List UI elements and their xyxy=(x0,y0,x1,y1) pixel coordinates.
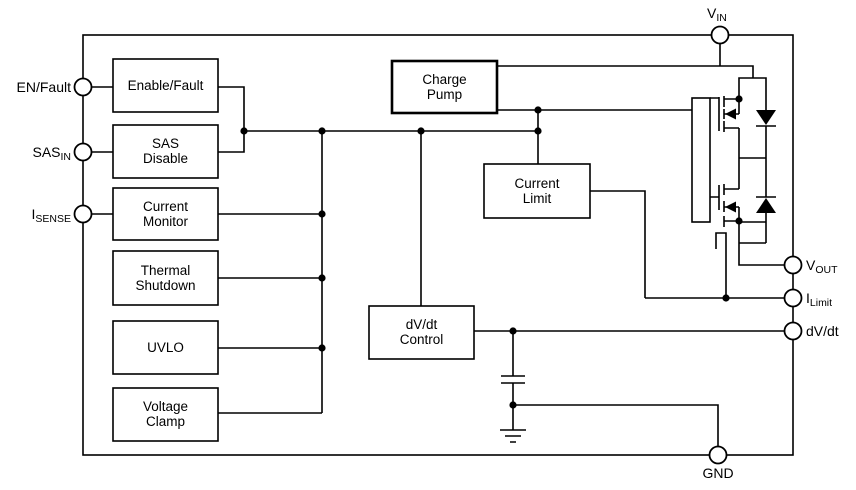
wire-vout-node xyxy=(738,221,793,266)
pin-dv-dt xyxy=(783,321,803,341)
junction-dot xyxy=(509,327,517,335)
block-voltage-clamp: Voltage Clamp xyxy=(112,387,219,442)
pin-gnd xyxy=(708,445,728,465)
capacitor-icon xyxy=(501,331,525,430)
pin-label-dv-dt: dV/dt xyxy=(806,323,839,339)
pin-label-v-in: VIN xyxy=(707,5,727,24)
svg-text:Disable: Disable xyxy=(143,151,188,166)
svg-text:Current: Current xyxy=(143,199,188,214)
junction-dot xyxy=(509,401,517,409)
mosfet-lower-gate xyxy=(710,185,720,210)
pin-v-in xyxy=(710,25,730,45)
svg-text:UVLO: UVLO xyxy=(147,340,184,355)
block-uvlo: UVLO xyxy=(112,320,219,375)
svg-text:Voltage: Voltage xyxy=(143,399,188,414)
junction-dot xyxy=(318,127,326,135)
wire-drain-bracket xyxy=(738,77,767,114)
block-enable-fault: Enable/Fault xyxy=(112,58,219,113)
pin-label-sas-in: SASIN xyxy=(32,144,71,163)
junction-dot xyxy=(534,106,542,114)
block-sas-disable: SAS Disable xyxy=(112,124,219,179)
block-current-monitor: Current Monitor xyxy=(112,187,219,241)
block-enable-fault-label: Enable/Fault xyxy=(128,78,204,93)
pin-label-i-sense: ISENSE xyxy=(32,206,72,225)
pin-label-i-limit: ILimit xyxy=(806,290,832,309)
junction-dot xyxy=(318,344,326,352)
svg-text:dV/dt: dV/dt xyxy=(406,317,438,332)
junction-dot xyxy=(318,274,326,282)
junction-dot xyxy=(534,127,542,135)
svg-text:Control: Control xyxy=(400,332,444,347)
svg-text:SAS: SAS xyxy=(152,136,179,151)
svg-text:Current: Current xyxy=(514,176,559,191)
wire-current-limit-out xyxy=(590,190,646,298)
pin-label-v-out: VOUT xyxy=(806,257,838,276)
wire-enable-sas-join xyxy=(218,86,245,153)
gate-bus xyxy=(691,97,711,223)
block-thermal-shutdown: Thermal Shutdown xyxy=(112,250,219,306)
svg-text:Shutdown: Shutdown xyxy=(135,278,195,293)
pin-en-fault xyxy=(73,77,93,97)
wire-fet-middle-node xyxy=(724,128,766,190)
mosfet-upper-body-arrow-icon xyxy=(725,108,736,120)
svg-text:Limit: Limit xyxy=(523,191,552,206)
junction-dot xyxy=(735,217,743,225)
body-diode-upper-icon xyxy=(756,110,776,125)
pin-i-limit xyxy=(783,288,803,308)
pin-label-gnd: GND xyxy=(702,465,733,481)
junction-dot xyxy=(735,95,743,103)
pin-sas-in xyxy=(73,142,93,162)
body-diode-lower-icon xyxy=(756,198,776,213)
wire-diode-column xyxy=(756,125,776,198)
junction-dot xyxy=(722,294,730,302)
wire-ilimit-gate-tap xyxy=(715,232,727,298)
svg-text:Thermal: Thermal xyxy=(141,263,191,278)
block-current-limit: Current Limit xyxy=(483,163,591,219)
mosfet-upper-gate xyxy=(710,97,720,131)
svg-text:Pump: Pump xyxy=(427,87,462,102)
pin-v-out xyxy=(783,255,803,275)
junction-dot xyxy=(417,127,425,135)
junction-dot xyxy=(318,210,326,218)
pin-i-sense xyxy=(73,204,93,224)
block-charge-pump: Charge Pump xyxy=(390,59,499,115)
junction-dot xyxy=(240,127,248,135)
ground-symbol-icon xyxy=(500,429,526,443)
svg-text:Monitor: Monitor xyxy=(143,214,189,229)
wire-gnd-return xyxy=(513,404,719,455)
pin-label-en-fault: EN/Fault xyxy=(17,79,72,95)
svg-text:Clamp: Clamp xyxy=(146,414,185,429)
block-dvdt-control: dV/dt Control xyxy=(368,305,475,360)
mosfet-lower-body-arrow-icon xyxy=(725,201,736,213)
ic-boundary-rectangle xyxy=(82,34,794,456)
svg-text:Charge: Charge xyxy=(422,72,466,87)
